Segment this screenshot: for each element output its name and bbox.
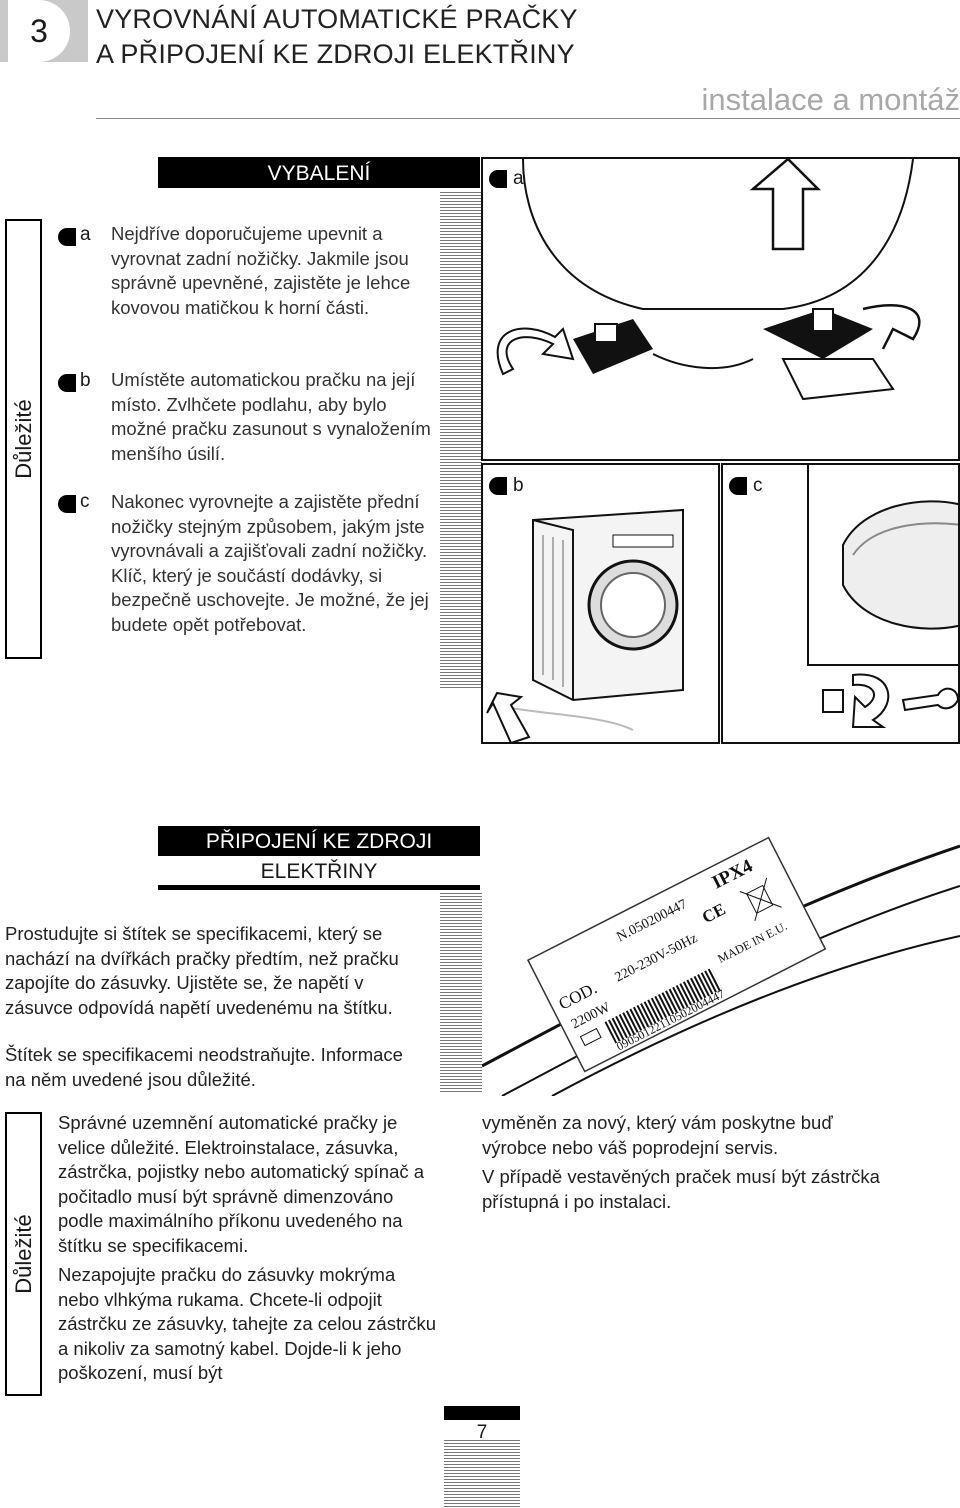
- important-sidebar: Důležité: [5, 219, 42, 659]
- step-letter-a: a: [80, 224, 91, 245]
- chapter-number: 3: [8, 0, 70, 62]
- grounding-paragraph: Správné uzemnění automatické pračky je v…: [58, 1112, 425, 1256]
- figure-a: [481, 157, 960, 461]
- header-divider: [96, 118, 960, 119]
- figure-marker-icon: [489, 170, 507, 188]
- power-heading-line2: ELEKTŘINY: [260, 860, 378, 883]
- page-title-line2: A PŘIPOJENÍ KE ZDROJI ELEKTŘINY: [96, 39, 575, 69]
- figure-b-tag: b: [489, 475, 524, 497]
- power-intro: Prostudujte si štítek se specifikacemi, …: [5, 923, 399, 1018]
- power-heading: PŘIPOJENÍ KE ZDROJI ELEKTŘINY: [158, 826, 480, 890]
- built-in-paragraph: V případě vestavěných praček musí být zá…: [482, 1166, 880, 1212]
- barcode-icon: [604, 967, 723, 1044]
- step-letter-c: c: [80, 491, 90, 512]
- step-marker-icon: [58, 228, 76, 246]
- power-intro-note: Štítek se specifikacemi neodstraňujte. I…: [5, 1044, 403, 1090]
- step-marker-icon: [58, 495, 76, 513]
- important-label: Důležité: [10, 399, 36, 479]
- power-heading-line1: PŘIPOJENÍ KE ZDROJI: [158, 826, 480, 856]
- step-c-text: Nakonec vyrovnejte a zajistěte přední no…: [111, 491, 429, 635]
- step-letter-b: b: [80, 370, 91, 391]
- cable-replacement-paragraph: vyměněn za nový, který vám poskytne buď …: [482, 1112, 833, 1158]
- step-marker-icon: [58, 374, 76, 392]
- striped-footer: [444, 1440, 520, 1508]
- fuse-icon: [579, 1027, 602, 1047]
- figure-c: [721, 463, 960, 744]
- weee-bin-icon: [739, 877, 782, 922]
- page-number: 7: [476, 1422, 488, 1443]
- wet-hands-paragraph: Nezapojujte pračku do zásuvky mokrýma ne…: [58, 1264, 437, 1383]
- striped-divider: [440, 192, 482, 688]
- important-sidebar: Důležité: [5, 1112, 42, 1396]
- step-b-text: Umístěte automatickou pračku na její mís…: [111, 369, 431, 464]
- figure-b-letter: b: [513, 475, 524, 496]
- figure-b: [481, 463, 720, 744]
- figure-marker-icon: [729, 477, 747, 495]
- figure-marker-icon: [489, 477, 507, 495]
- front-foot-wrench-illustration: [807, 465, 958, 728]
- section-subtitle: instalace a montáž: [701, 82, 960, 117]
- step-a-text: Nejdříve doporučujeme upevnit a vyrovnat…: [111, 223, 411, 318]
- spec-label-illustration: COD. N.050200447 IPX4 2200W 220-230V-50H…: [482, 836, 960, 1096]
- important-label: Důležité: [10, 1214, 36, 1294]
- figure-a-letter: a: [513, 168, 524, 189]
- figure-a-tag: a: [489, 168, 524, 190]
- striped-divider: [440, 893, 482, 1093]
- spec-label-figure: COD. N.050200447 IPX4 2200W 220-230V-50H…: [482, 826, 960, 1096]
- foot-leveling-illustration: [496, 159, 921, 401]
- page-number-bar: [444, 1406, 520, 1420]
- figure-c-letter: c: [753, 475, 763, 496]
- unpacking-heading: VYBALENÍ: [158, 157, 480, 188]
- page-title-line1: VYROVNÁNÍ AUTOMATICKÉ PRAČKY: [96, 4, 578, 34]
- washer-placement-illustration: [486, 508, 684, 742]
- figure-c-tag: c: [729, 475, 763, 497]
- page-title: VYROVNÁNÍ AUTOMATICKÉ PRAČKY A PŘIPOJENÍ…: [96, 2, 578, 72]
